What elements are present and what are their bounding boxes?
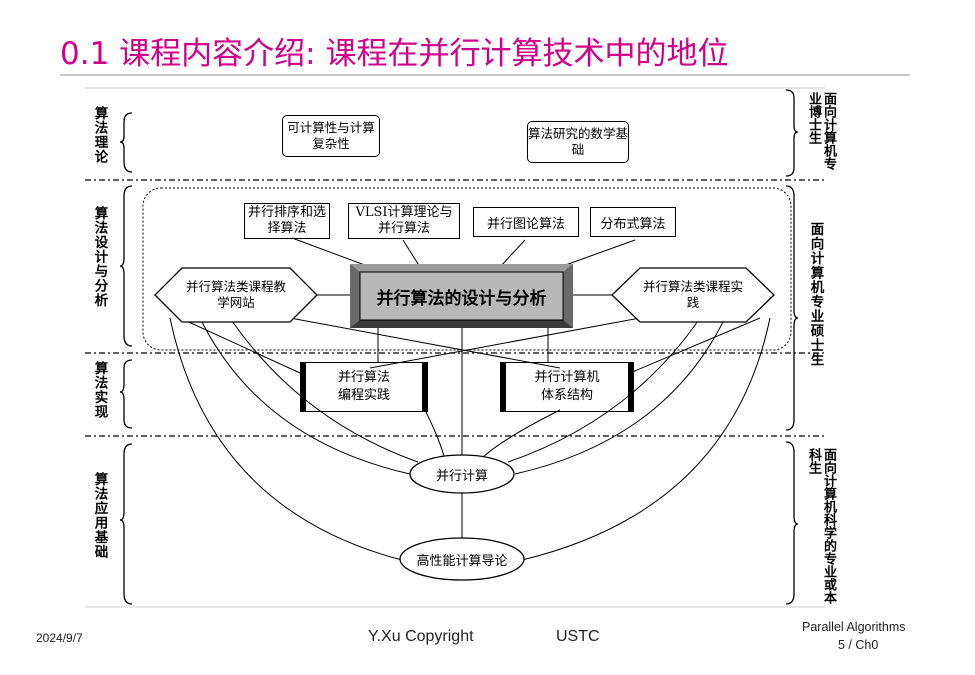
label-phd-students: 面向计算机专业博士生 — [806, 92, 836, 170]
hexagon-website-text: 并行算法类课程教学网站 — [185, 279, 286, 310]
parallel-computing-ellipse — [409, 454, 515, 494]
ellipse-parallel-computing-text: 并行计算 — [435, 468, 488, 484]
label-algorithm-impl: 算法实现 — [91, 361, 108, 419]
hpc-intro-ellipse — [399, 537, 525, 581]
slide-title: 0.1 课程内容介绍: 课程在并行计算技术中的地位 — [60, 36, 729, 72]
center-box-inner — [359, 271, 564, 321]
hexagon-practice-text: 并行算法类课程实践 — [642, 279, 743, 310]
ellipse-hpc-intro-text: 高性能计算导论 — [416, 553, 508, 569]
label-algorithm-theory: 算法理论 — [91, 106, 108, 164]
box-graph: 并行图论算法 — [473, 207, 579, 237]
box-distributed: 分布式算法 — [590, 207, 676, 237]
box-vlsi: VLSI计算理论与并行算法 — [348, 203, 460, 239]
website-hexagon — [154, 267, 318, 323]
label-master-students: 面向计算机专业硕士生 — [807, 222, 824, 367]
box-center-design-analysis: 并行算法的设计与分析 — [376, 288, 547, 309]
box-programming-practice: 并行算法编程实践 — [300, 362, 428, 412]
footer-course: Parallel Algorithms — [802, 620, 906, 634]
footer-page-number: 5 / Ch0 — [838, 638, 879, 652]
label-algorithm-design: 算法设计与分析 — [91, 206, 108, 308]
practice-hexagon — [611, 267, 775, 323]
label-undergrad-students: 面向计算机科学的专业或本科生 — [806, 448, 836, 604]
box-computability: 可计算性与计算复杂性 — [282, 115, 380, 157]
footer-copyright: Y.Xu Copyright — [368, 628, 474, 645]
footer-date: 2024/9/7 — [36, 631, 83, 645]
footer-org: USTC — [556, 628, 600, 645]
right-braces — [785, 89, 799, 605]
left-braces — [119, 112, 133, 605]
label-algorithm-app: 算法应用基础 — [91, 472, 108, 559]
box-architecture: 并行计算机体系结构 — [500, 362, 634, 412]
box-sorting: 并行排序和选择算法 — [244, 203, 330, 239]
title-divider — [60, 74, 910, 76]
box-math-basis: 算法研究的数学基础 — [527, 121, 629, 163]
connectors — [169, 237, 771, 561]
